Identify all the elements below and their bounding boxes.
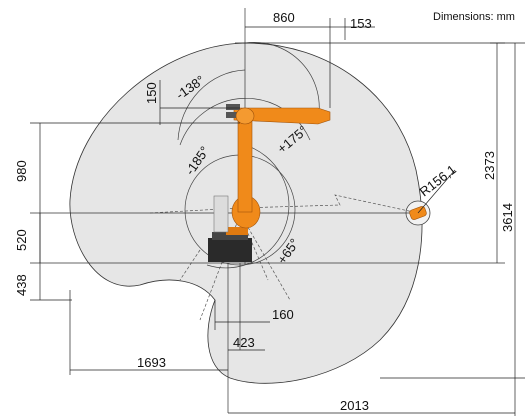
dim-980: 980 — [14, 160, 29, 182]
dim-3614: 3614 — [500, 203, 515, 232]
dimension-lines-right — [380, 42, 525, 379]
dimension-lines-left — [30, 80, 240, 301]
dim-2013: 2013 — [340, 398, 369, 413]
dim-160: 160 — [272, 307, 294, 322]
dim-520: 520 — [14, 229, 29, 251]
dim-423: 423 — [233, 335, 255, 350]
dimension-lines-bottom — [69, 290, 516, 416]
dim-1693: 1693 — [137, 355, 166, 370]
robot-arm — [213, 104, 331, 233]
dim-438: 438 — [14, 274, 29, 296]
dim-2373: 2373 — [482, 151, 497, 180]
robot-base — [208, 227, 252, 262]
dim-860: 860 — [273, 10, 295, 25]
dim-153: 153 — [350, 16, 372, 31]
dim-150: 150 — [144, 82, 159, 104]
dimension-lines-top — [235, 18, 505, 108]
units-label: Dimensions: mm — [433, 11, 515, 23]
dim-r156: R156,1 — [417, 162, 459, 200]
radius-leader — [417, 169, 456, 214]
